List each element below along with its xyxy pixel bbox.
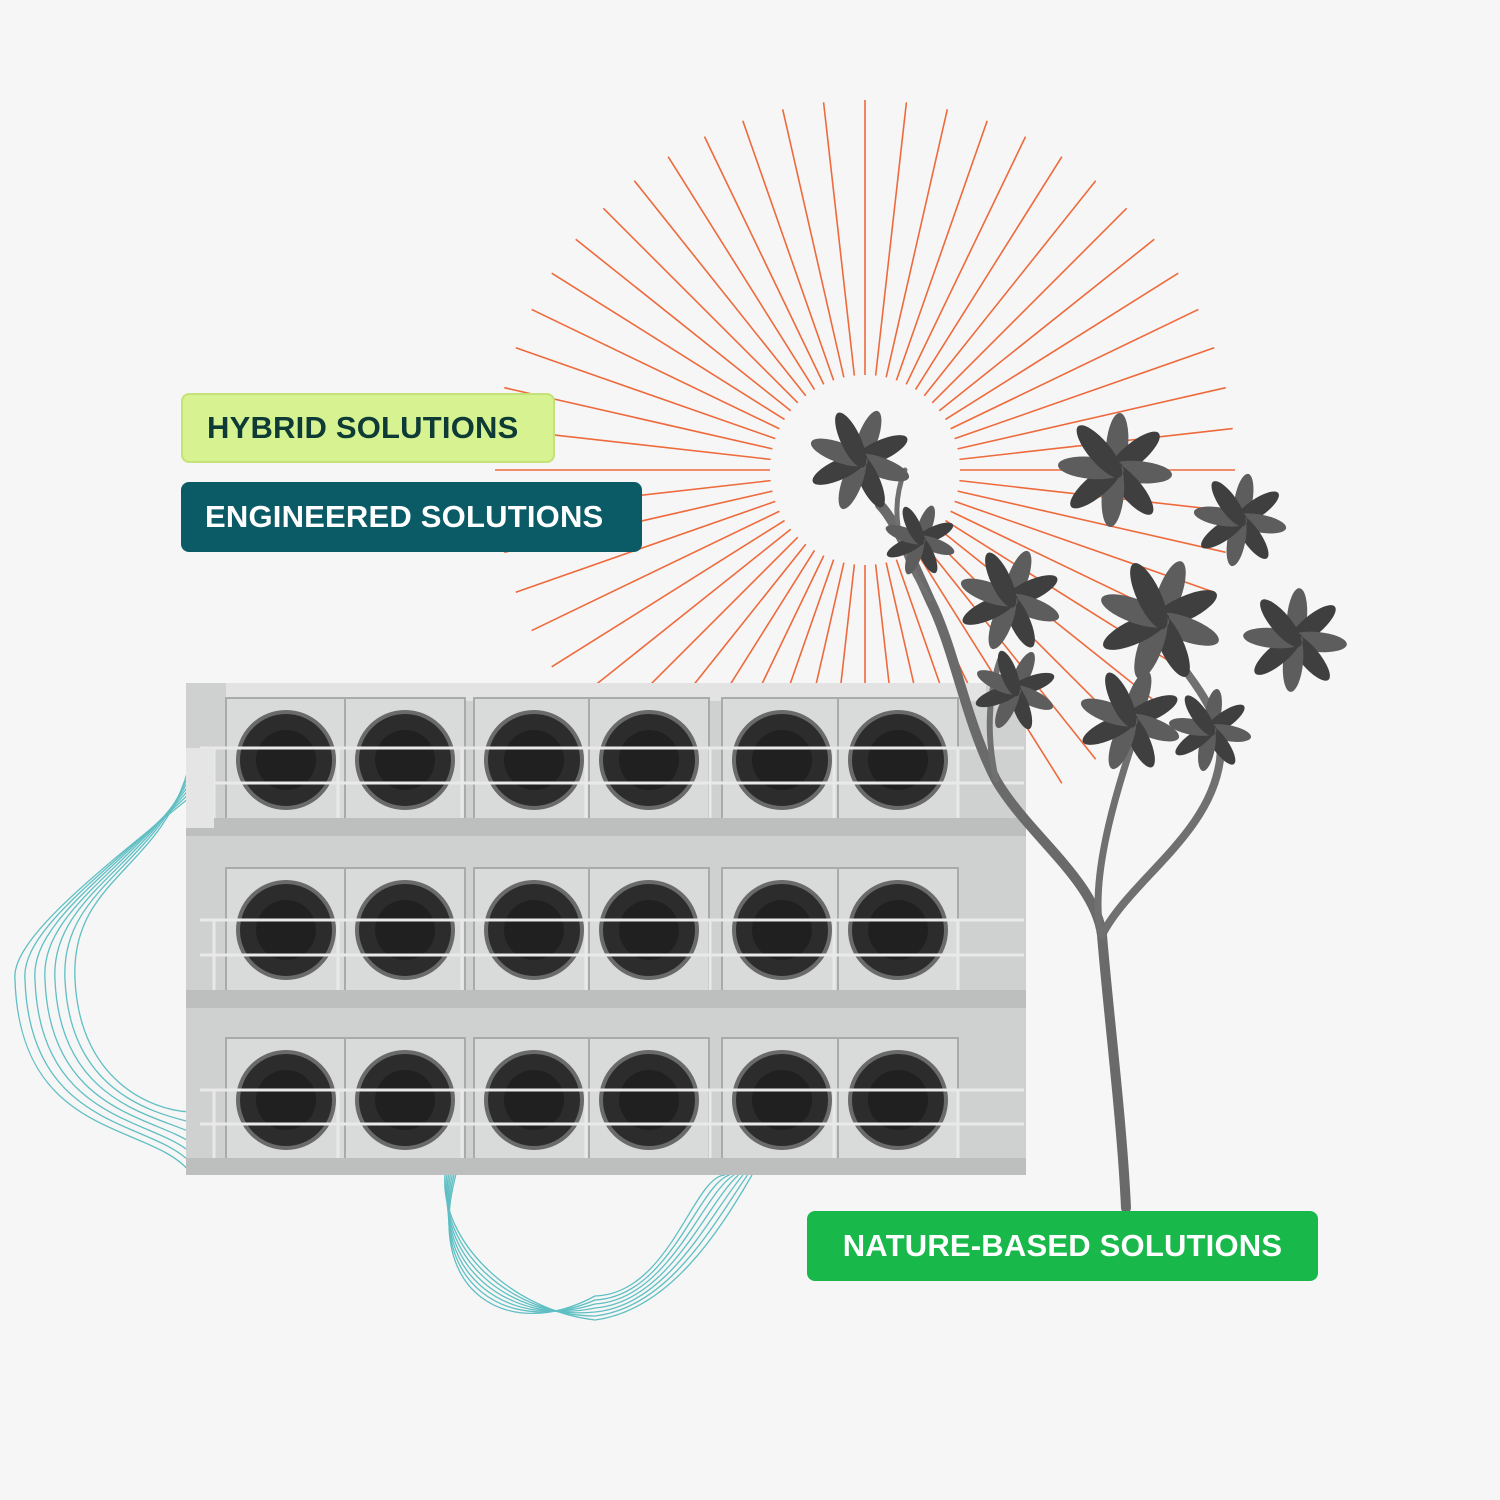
leaf	[1076, 425, 1123, 478]
sunburst-ray	[531, 308, 780, 430]
nature-based-solutions-tag: NATURE-BASED SOLUTIONS	[807, 1211, 1318, 1281]
curve-line	[448, 1174, 730, 1313]
curve-line	[14, 793, 195, 1173]
hybrid-solutions-tag: HYBRID SOLUTIONS	[181, 393, 555, 463]
engineered-solutions-label: ENGINEERED SOLUTIONS	[205, 499, 604, 534]
sunburst-ray	[602, 207, 799, 404]
leaf	[997, 650, 1021, 697]
fan-hub	[504, 730, 564, 790]
curved-lines-bottom	[444, 1174, 753, 1321]
fan-hub	[619, 900, 679, 960]
curve-line	[448, 1174, 726, 1314]
fan-hub	[868, 900, 928, 960]
sunburst-ray	[895, 120, 988, 381]
curved-lines-left	[14, 769, 195, 1173]
fan-hub	[256, 1070, 316, 1130]
curve-line	[447, 1174, 735, 1312]
engineered-solutions-tag: ENGINEERED SOLUTIONS	[181, 482, 642, 552]
fan-hub	[752, 1070, 812, 1130]
fan-units	[225, 697, 959, 1163]
sunburst-ray	[781, 109, 845, 378]
fan-hub	[504, 900, 564, 960]
sunburst-ray	[633, 180, 807, 397]
fan-hub	[868, 1070, 928, 1130]
leaf	[1260, 599, 1302, 648]
fan-hub	[868, 730, 928, 790]
sunburst-ray	[531, 510, 780, 632]
tree-leaves	[810, 410, 1347, 772]
tree-image	[810, 410, 1347, 1213]
leaf	[902, 506, 925, 546]
leaf	[1211, 481, 1246, 527]
leaf	[1184, 695, 1216, 736]
sunburst-ray	[905, 136, 1027, 385]
curve-line	[445, 1174, 749, 1317]
fan-hub	[375, 730, 435, 790]
sunburst-ray	[822, 102, 856, 376]
fan-hub	[375, 900, 435, 960]
leaf	[1130, 563, 1168, 630]
leaf	[1105, 672, 1137, 728]
curve-line	[64, 773, 191, 1123]
sunburst-ray	[742, 120, 835, 381]
hybrid-solutions-label: HYBRID SOLUTIONS	[207, 410, 519, 445]
fan-hub	[256, 900, 316, 960]
sunburst-ray	[703, 136, 825, 385]
sunburst-ray	[551, 519, 785, 668]
sunburst-ray	[914, 550, 1063, 784]
leaf	[835, 412, 867, 468]
sunburst-ray	[914, 156, 1063, 390]
sunburst-ray	[950, 308, 1199, 430]
sunburst-ray	[515, 347, 776, 440]
sunburst-ray	[874, 102, 908, 376]
sunburst-ray	[923, 180, 1097, 397]
curve-line	[444, 1174, 753, 1321]
fan-hub	[752, 730, 812, 790]
leaf	[985, 552, 1017, 608]
curve-line	[34, 785, 193, 1153]
fan-hub	[619, 730, 679, 790]
sunburst-ray	[575, 528, 792, 702]
sunburst-ray	[885, 109, 949, 378]
sunburst-ray	[923, 543, 1097, 760]
sunburst-ray	[931, 207, 1128, 404]
fan-hub	[504, 1070, 564, 1130]
sunburst-ray	[957, 490, 1226, 554]
sunburst-ray	[575, 238, 792, 412]
sunburst-ray	[957, 386, 1226, 450]
fan-hub	[619, 1070, 679, 1130]
sunburst-ray	[515, 500, 776, 593]
sunburst-ray	[938, 238, 1155, 412]
sunburst-ray	[945, 272, 1179, 421]
sunburst-ray	[551, 272, 785, 421]
sunburst-ray	[667, 156, 816, 390]
curve-line	[74, 769, 191, 1113]
railings	[200, 746, 1024, 1158]
curve-line	[54, 777, 191, 1133]
fan-hub	[256, 730, 316, 790]
fan-hub	[375, 1070, 435, 1130]
curve-line	[446, 1174, 744, 1314]
curve-line	[447, 1174, 739, 1312]
nature-based-solutions-label: NATURE-BASED SOLUTIONS	[842, 1228, 1283, 1263]
fan-hub	[752, 900, 812, 960]
facility-image	[186, 683, 1026, 1175]
curve-line	[24, 789, 194, 1163]
curve-line	[44, 781, 192, 1143]
sunburst-ray	[954, 347, 1215, 440]
